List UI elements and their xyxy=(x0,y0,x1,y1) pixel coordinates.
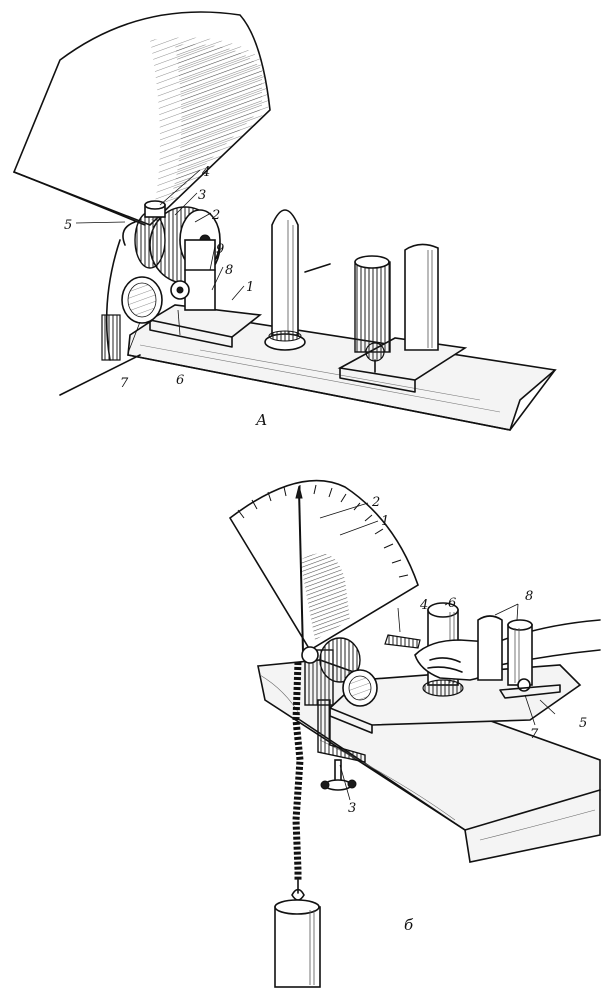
figure-a-plate-screw xyxy=(365,342,385,362)
figure-a-label-4: 4 xyxy=(201,165,210,180)
figure-a-left-cylinder xyxy=(354,255,391,353)
figure-b-cord xyxy=(292,661,304,880)
figure-a: 1 2 3 4 5 6 7 8 9 А xyxy=(12,11,557,431)
figure-a-tall-cylinder xyxy=(264,209,306,351)
figure-b-caption: б xyxy=(404,916,414,934)
figure-a-label-2: 2 xyxy=(211,208,220,223)
figure-b-label-8: 8 xyxy=(525,589,533,604)
figure-a-label-9: 9 xyxy=(216,242,224,257)
figure-b-pointer xyxy=(298,489,304,653)
figure-b-label-2: 2 xyxy=(371,495,380,510)
figure-a-scale-shading-dark xyxy=(170,44,262,201)
figure-a-gear-wheel xyxy=(134,211,166,269)
figure-a-label-6: 6 xyxy=(176,373,184,388)
figure-a-label-7: 7 xyxy=(120,376,129,391)
figure-a-leaders xyxy=(75,169,245,354)
figure-b-label-4: 4 xyxy=(419,598,428,613)
figure-b-motor-body xyxy=(319,637,361,683)
figure-a-label-5: 5 xyxy=(64,218,72,233)
figure-b-label-6: 6 xyxy=(448,596,456,611)
figure-b-tool xyxy=(384,634,421,649)
figure-b-scale-shading xyxy=(300,553,350,640)
figure-b-label-7: 7 xyxy=(530,727,539,742)
figure-a-motor-plate xyxy=(147,304,263,338)
figure-a-label-1: 1 xyxy=(246,280,254,295)
figure-b-leaders xyxy=(319,502,556,801)
figure-a-right-cylinder xyxy=(404,243,439,351)
figure-b-weight xyxy=(274,899,321,988)
figure-a-motor-bracket xyxy=(184,239,216,311)
figure-a-label-8: 8 xyxy=(225,263,233,278)
figure-a-clamp xyxy=(101,314,121,361)
figure-b-cylinder-pair xyxy=(477,615,533,692)
figure-b-label-5: 5 xyxy=(579,716,587,731)
figure-a-caption: А xyxy=(255,411,267,429)
figure-b-label-1: 1 xyxy=(381,514,389,529)
figure-a-label-3: 3 xyxy=(198,188,206,203)
figure-b: 1 2 3 4 5 6 7 8 б xyxy=(228,479,601,988)
figure-b-plate-screw xyxy=(517,678,531,692)
figure-b-label-3: 3 xyxy=(348,801,356,816)
